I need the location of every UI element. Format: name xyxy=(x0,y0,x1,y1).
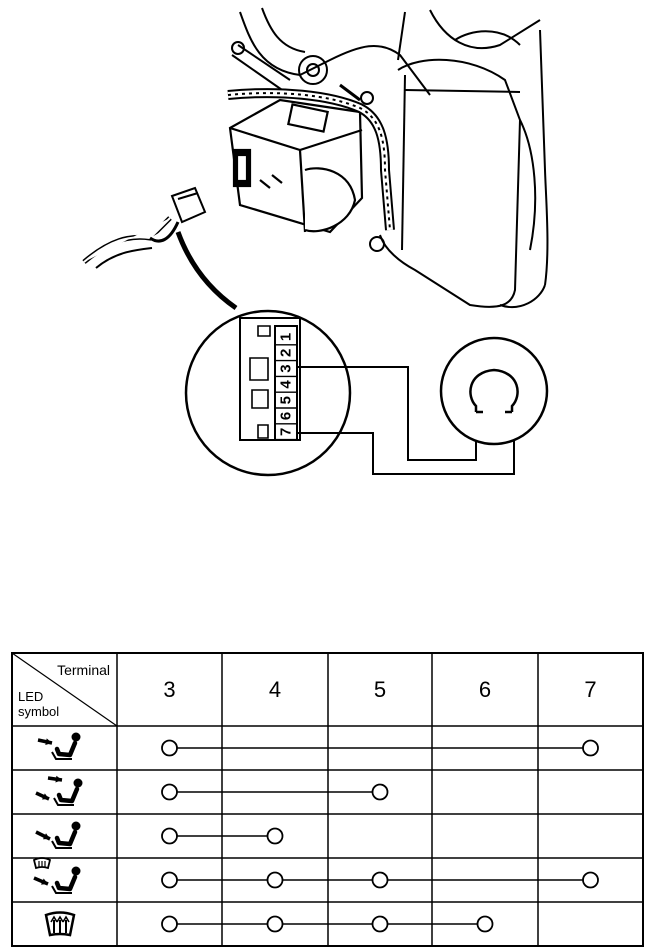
terminal-dot-3 xyxy=(161,783,178,801)
detached-connector xyxy=(82,186,207,269)
terminal-dot-3 xyxy=(161,827,178,845)
terminal-dot-6 xyxy=(476,915,494,933)
terminal-dot-3 xyxy=(161,915,178,933)
connection-row xyxy=(161,783,389,801)
terminal-dot-7 xyxy=(582,871,599,889)
connection-row xyxy=(161,871,599,889)
terminal-column-6: 6 xyxy=(479,677,491,702)
pin-number: 3 xyxy=(278,364,295,372)
connection-row xyxy=(161,915,494,933)
pin-number: 7 xyxy=(278,428,295,436)
terminal-column-5: 5 xyxy=(374,677,386,702)
terminal-column-4: 4 xyxy=(269,677,281,702)
terminal-column-7: 7 xyxy=(584,677,596,702)
connector-magnified-view: 1 2 3 4 5 6 7 xyxy=(184,309,352,477)
vent-mode-icon xyxy=(37,732,81,760)
pin-number: 6 xyxy=(278,412,295,420)
mode-control-motor-illustration: 1 2 3 4 5 6 7 xyxy=(82,7,549,477)
terminal-dot-3 xyxy=(161,739,178,757)
heat-mode-icon xyxy=(35,821,81,849)
terminal-header: Terminal xyxy=(57,662,110,678)
table-grid xyxy=(11,652,644,947)
mode-control-motor xyxy=(228,98,364,234)
terminal-dot-5 xyxy=(371,871,389,889)
ohmmeter-leads xyxy=(297,366,515,475)
terminal-dot-5 xyxy=(371,915,389,933)
ohmmeter-icon xyxy=(439,336,549,446)
led-header-line1: LED xyxy=(18,689,43,704)
heat-defrost-mode-icon xyxy=(32,857,81,894)
heater-housing xyxy=(231,7,549,308)
terminal-dot-3 xyxy=(161,871,178,889)
defrost-mode-icon xyxy=(44,911,76,937)
led-symbol-column xyxy=(32,732,83,937)
terminal-dot-4 xyxy=(266,915,284,933)
wire-harness xyxy=(227,83,395,231)
terminal-dot-7 xyxy=(582,739,599,757)
pin-number: 1 xyxy=(278,333,295,341)
terminal-column-3: 3 xyxy=(163,677,175,702)
magnify-leader xyxy=(175,231,238,311)
pin-number: 4 xyxy=(278,380,295,389)
header-diagonal xyxy=(11,652,118,727)
pin-number: 2 xyxy=(278,349,295,357)
bi-level-mode-icon xyxy=(35,775,83,806)
led-header-line2: symbol xyxy=(18,704,59,719)
connection-row xyxy=(161,739,599,757)
connection-row xyxy=(161,827,284,845)
terminal-dot-5 xyxy=(371,783,389,801)
pin-number: 5 xyxy=(278,396,295,404)
terminal-dot-4 xyxy=(266,827,284,845)
terminal-dot-4 xyxy=(266,871,284,889)
terminal-connections xyxy=(161,739,599,933)
